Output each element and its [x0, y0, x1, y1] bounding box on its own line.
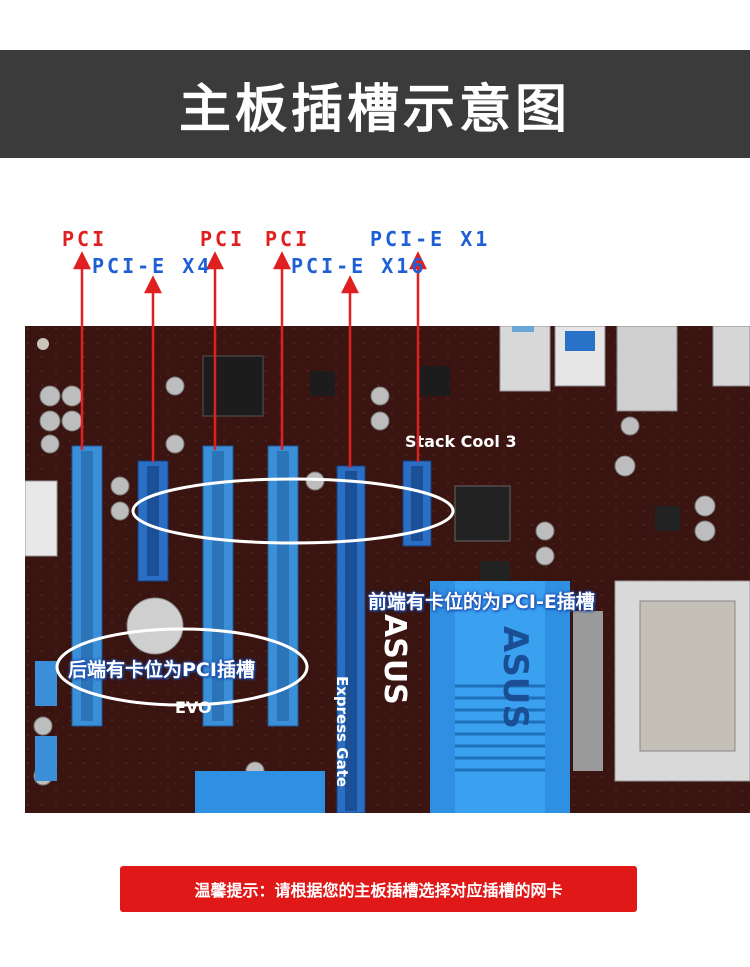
tip-bar: 温馨提示：请根据您的主板插槽选择对应插槽的网卡	[120, 866, 637, 912]
arrow-head	[72, 251, 92, 270]
label-pci-1: PCI	[62, 227, 108, 251]
pci-note: 后端有卡位为PCI插槽	[68, 659, 255, 681]
chip	[202, 355, 264, 417]
asus-silk-text: ASUS	[377, 614, 412, 705]
label-pci-3: PCI	[265, 227, 311, 251]
evo-text: EVO	[175, 698, 212, 717]
stack-cool-text: Stack Cool 3	[405, 432, 517, 451]
motherboard-image: Stack Cool 3 Express Gate ASUS ASUS EVO	[25, 326, 750, 813]
arrow-head	[143, 275, 163, 294]
label-pcie-x1: PCI-E X1	[370, 227, 491, 251]
asus-heatsink-logo: ASUS	[495, 626, 535, 729]
label-pcie-x4: PCI-E X4	[92, 254, 213, 278]
arrow-head	[272, 251, 292, 270]
page-title: 主板插槽示意图	[178, 79, 571, 140]
pcie-note: 前端有卡位的为PCI-E插槽	[368, 591, 595, 613]
express-gate-text: Express Gate	[333, 676, 351, 788]
heatsink	[430, 581, 570, 813]
label-pcie-x16: PCI-E X16	[291, 254, 427, 278]
arrow-head	[340, 275, 360, 294]
title-bar: 主板插槽示意图	[0, 50, 750, 158]
mount-hole	[37, 338, 49, 350]
tip-text: 温馨提示：请根据您的主板插槽选择对应插槽的网卡	[194, 881, 563, 900]
label-pci-2: PCI	[200, 227, 246, 251]
motherboard-illustration	[25, 326, 750, 813]
